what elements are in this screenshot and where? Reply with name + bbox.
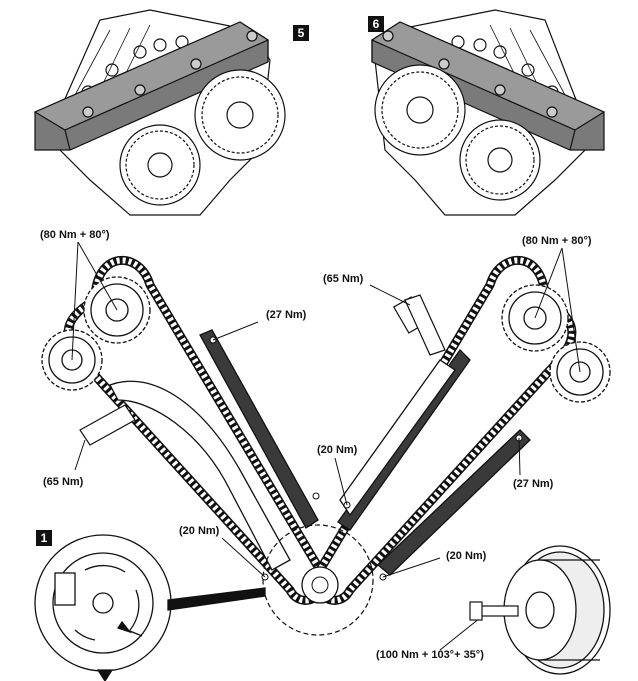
crank-pulley-detail <box>34 534 266 681</box>
torque-center-guide-label: (20 Nm) <box>317 444 358 456</box>
torque-left-tensioner-label: (65 Nm) <box>43 476 84 488</box>
torque-right-tensioner-label: (65 Nm) <box>323 273 364 285</box>
leader-lines <box>71 241 581 651</box>
torque-left-cam-label: (80 Nm + 80°) <box>40 229 110 241</box>
camshaft-locking-tool-view-right <box>370 9 606 216</box>
callout-5: 5 <box>293 25 309 41</box>
chain-drive <box>41 256 611 636</box>
camshaft-locking-tool-view-left <box>33 9 286 216</box>
torque-right-guide-bottom-label: (20 Nm) <box>446 550 487 562</box>
callout-1: 1 <box>36 530 52 546</box>
torque-left-guide-upper-label: (27 Nm) <box>266 309 307 321</box>
callout-6: 6 <box>368 16 384 32</box>
torque-right-guide-lower-label: (27 Nm) <box>513 478 554 490</box>
crank-pulley-3d <box>503 545 611 675</box>
crank-bolt <box>469 601 519 621</box>
torque-right-cam-label: (80 Nm + 80°) <box>522 235 592 247</box>
torque-left-guide-lower-label: (20 Nm) <box>179 525 220 537</box>
torque-crank-bolt-label: (100 Nm + 103°+ 35°) <box>376 649 484 661</box>
